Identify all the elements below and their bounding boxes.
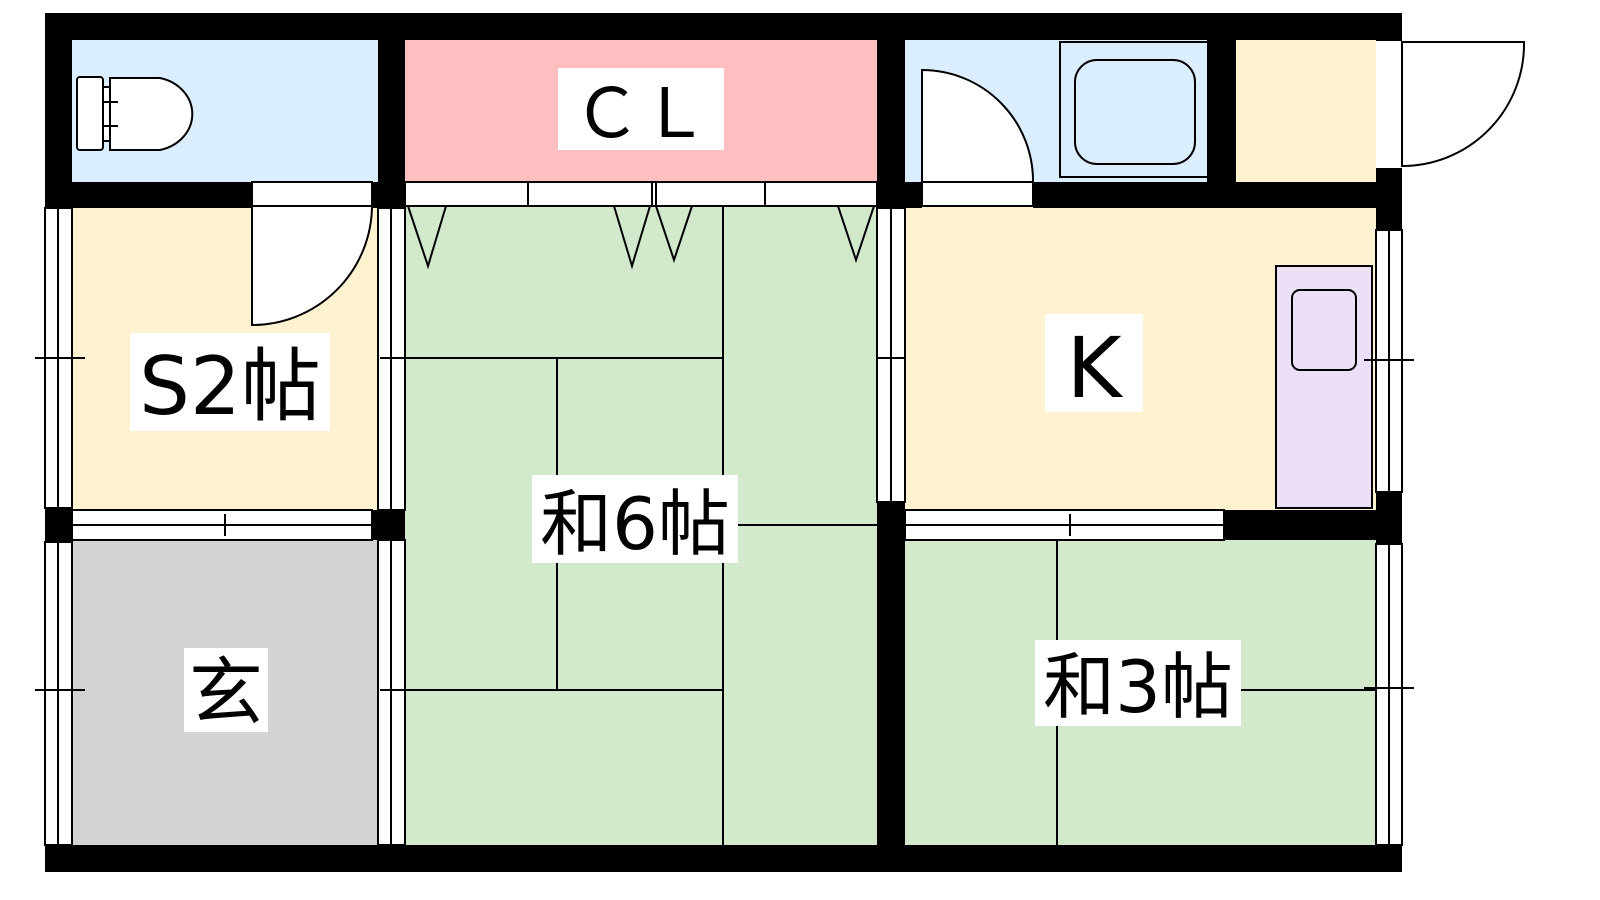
room-label-kitchen: K bbox=[1066, 319, 1123, 417]
closet-sliding-doors bbox=[404, 181, 878, 207]
toilet-fixture bbox=[76, 76, 194, 151]
label-bg-washitsu-6 bbox=[532, 475, 738, 563]
room-label-entrance: 玄 bbox=[189, 650, 263, 736]
storage-room bbox=[1236, 40, 1376, 182]
room-label-service-room: S2帖 bbox=[139, 340, 321, 433]
room-label-washitsu-6: 和6帖 bbox=[540, 482, 730, 566]
label-bg-service-room bbox=[130, 333, 330, 431]
room-label-closet: ＣＬ bbox=[573, 75, 709, 154]
tick-marks bbox=[35, 357, 1414, 691]
room-label-washitsu-3: 和3帖 bbox=[1043, 645, 1233, 729]
label-bg-kitchen bbox=[1045, 314, 1143, 412]
label-bg-entrance bbox=[184, 648, 268, 732]
partition-openings bbox=[251, 181, 1034, 207]
door-swings bbox=[251, 41, 1526, 327]
label-bg-washitsu-3 bbox=[1035, 640, 1241, 726]
label-bg-closet bbox=[558, 68, 724, 150]
kitchen-sink-icon bbox=[1275, 265, 1373, 509]
bathtub-icon bbox=[1059, 41, 1209, 178]
closet-door-marks bbox=[407, 205, 875, 270]
walls bbox=[45, 13, 1402, 872]
